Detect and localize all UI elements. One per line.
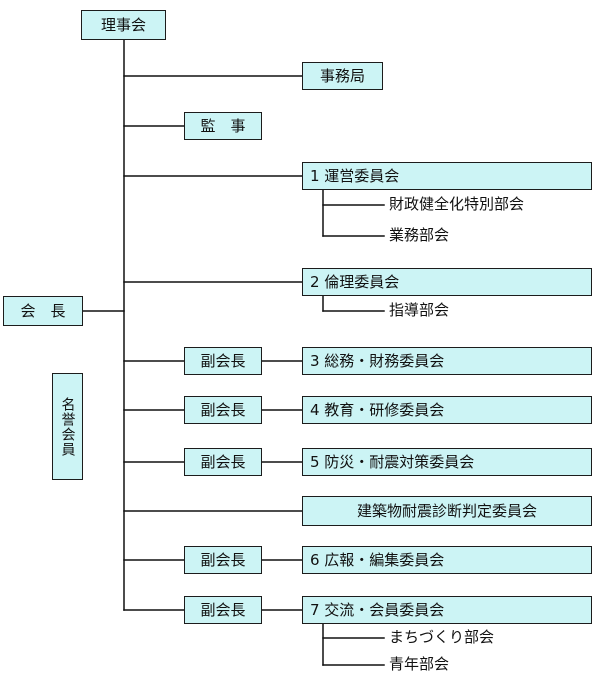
committee-4-label: 4 教育・研修委員会 — [310, 400, 445, 419]
rijikai-label: 理事会 — [100, 15, 146, 34]
committee-7-label: 7 交流・会員委員会 — [310, 600, 445, 619]
kenchiku-committee-label: 建築物耐震診断判定委員会 — [356, 501, 537, 520]
committee-3-box: 3 総務・財務委員会 — [302, 347, 592, 375]
committee-7-box: 7 交流・会員委員会 — [302, 596, 592, 624]
vice-president-label: 副会長 — [200, 452, 246, 471]
vice-president-box-7: 副会長 — [184, 596, 262, 624]
vice-president-label: 副会長 — [200, 600, 246, 619]
kaicho-box: 会 長 — [3, 296, 83, 326]
kaicho-label: 会 長 — [20, 301, 66, 320]
meiyo-kaiin-box: 名誉会員 — [52, 373, 83, 480]
vice-president-box-6: 副会長 — [184, 546, 262, 574]
kanji-box: 監 事 — [184, 112, 262, 140]
rijikai-box: 理事会 — [81, 10, 166, 40]
committee-1-label: 1 運営委員会 — [310, 166, 400, 185]
kenchiku-committee-box: 建築物耐震診断判定委員会 — [302, 496, 592, 526]
vice-president-box-5: 副会長 — [184, 448, 262, 476]
meiyo-kaiin-label: 名誉会員 — [59, 396, 76, 457]
committee-5-label: 5 防災・耐震対策委員会 — [310, 452, 475, 471]
vice-president-label: 副会長 — [200, 400, 246, 419]
committee-6-label: 6 広報・編集委員会 — [310, 550, 445, 569]
committee-2-box: 2 倫理委員会 — [302, 268, 592, 296]
subcommittee-seinen: 青年部会 — [389, 655, 450, 673]
vice-president-label: 副会長 — [200, 550, 246, 569]
subcommittee-shido: 指導部会 — [389, 301, 450, 319]
committee-4-box: 4 教育・研修委員会 — [302, 396, 592, 424]
committee-5-box: 5 防災・耐震対策委員会 — [302, 448, 592, 476]
kanji-label: 監 事 — [200, 116, 246, 135]
vice-president-label: 副会長 — [200, 351, 246, 370]
jimukyoku-box: 事務局 — [302, 62, 383, 90]
vice-president-box-3: 副会長 — [184, 347, 262, 375]
committee-3-label: 3 総務・財務委員会 — [310, 351, 445, 370]
committee-2-label: 2 倫理委員会 — [310, 272, 400, 291]
subcommittee-machi: まちづくり部会 — [389, 628, 495, 646]
committee-6-box: 6 広報・編集委員会 — [302, 546, 592, 574]
committee-1-box: 1 運営委員会 — [302, 162, 592, 190]
subcommittee-gyomu: 業務部会 — [389, 226, 450, 244]
jimukyoku-label: 事務局 — [319, 66, 365, 85]
subcommittee-zaimu: 財政健全化特別部会 — [389, 195, 525, 213]
vice-president-box-4: 副会長 — [184, 396, 262, 424]
